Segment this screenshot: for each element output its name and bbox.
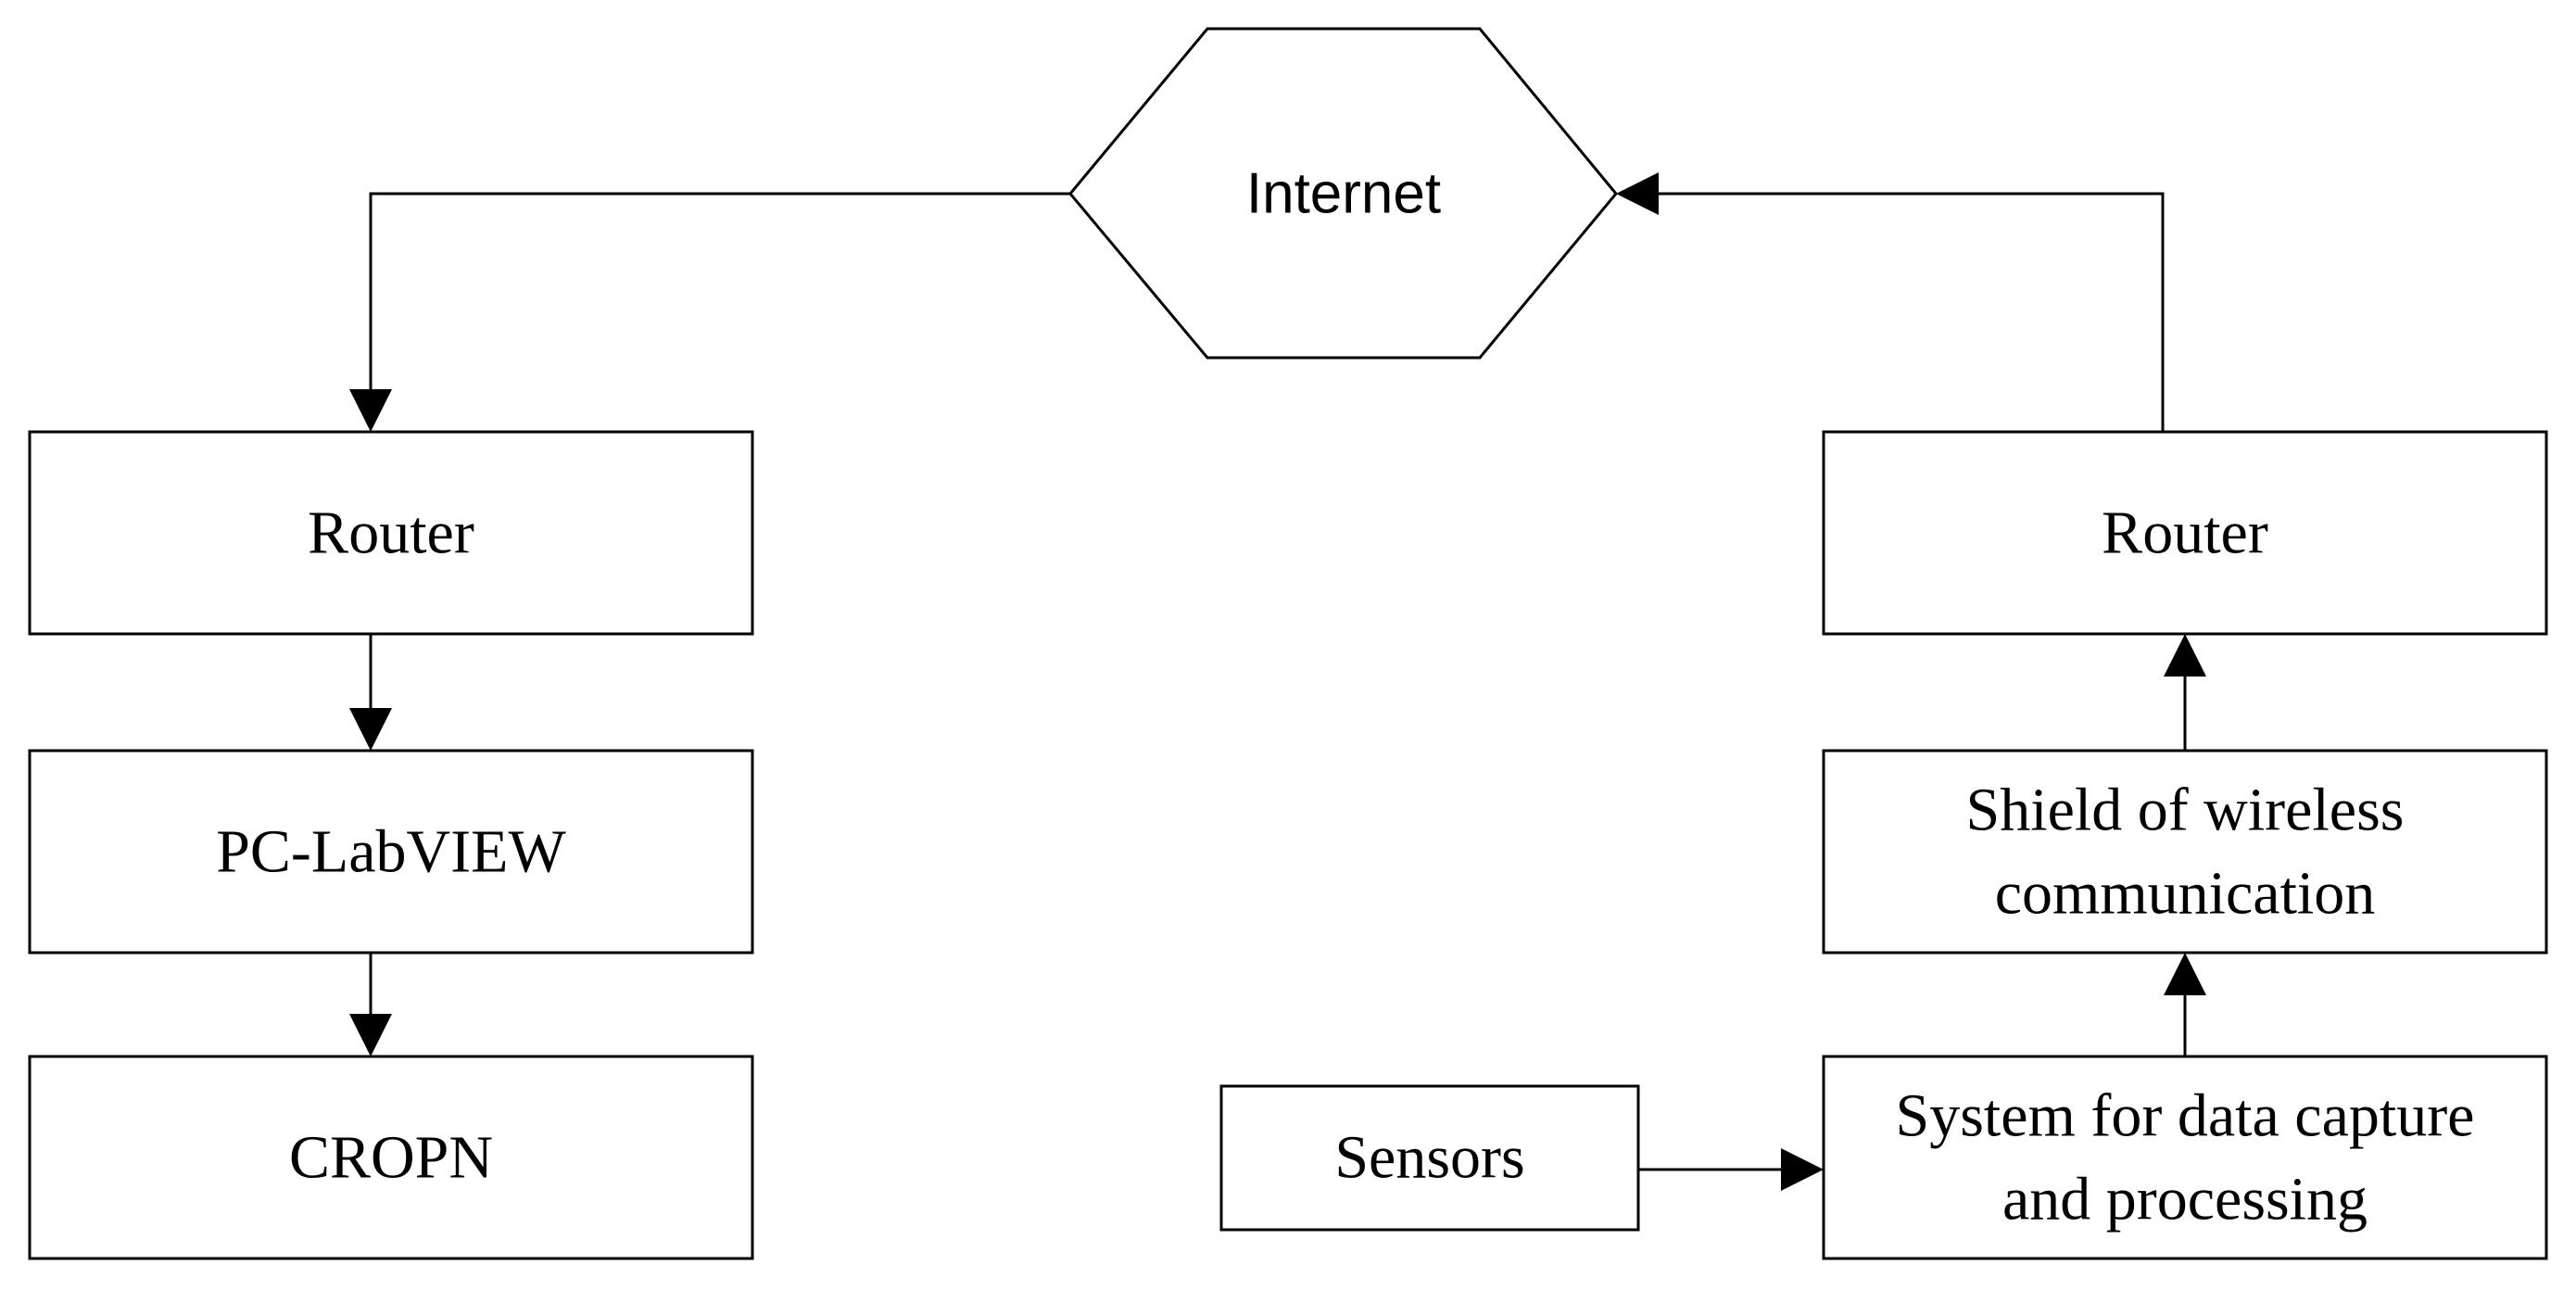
- internet-node: Internet: [1068, 27, 1618, 360]
- right-router-label: Router: [2102, 500, 2268, 567]
- arrowhead-shield: [2164, 953, 2206, 995]
- shield-label-line-1: Shield of wireless: [1966, 777, 2405, 844]
- system-node: System for data capture and processing: [1822, 1055, 2548, 1260]
- sensors-label: Sensors: [1334, 1124, 1524, 1192]
- arrowhead-pc: [349, 708, 392, 751]
- left-router-label: Router: [308, 500, 474, 567]
- cropn-box: [28, 1055, 754, 1260]
- sensors-node: Sensors: [1219, 1084, 1640, 1232]
- shield-box: [1822, 749, 2548, 955]
- arrowhead-internet: [1616, 172, 1659, 215]
- internet-hexagon: [1068, 27, 1618, 360]
- system-label-line-2: and processing: [2002, 1166, 2368, 1233]
- shield-node: Shield of wireless communication: [1822, 749, 2548, 955]
- connector-right-router-to-internet: [1659, 192, 2165, 432]
- sensors-box: [1219, 1084, 1640, 1232]
- pc-labview-label: PC-LabVIEW: [216, 818, 566, 886]
- left-router-box: [28, 430, 754, 636]
- cropn-label: CROPN: [289, 1124, 493, 1192]
- arrowhead-right-router: [2164, 634, 2206, 677]
- cropn-node: CROPN: [28, 1055, 754, 1260]
- right-router-box: [1822, 430, 2548, 636]
- connector-internet-to-left-router: [369, 192, 1070, 389]
- pc-labview-node: PC-LabVIEW: [28, 749, 754, 955]
- shield-label-line-2: communication: [1995, 860, 2376, 928]
- arrowhead-left-router: [349, 389, 392, 432]
- internet-label: Internet: [1246, 162, 1441, 226]
- arrowhead-system: [1781, 1148, 1824, 1191]
- pc-labview-box: [28, 749, 754, 955]
- connectors: [349, 172, 2206, 1191]
- arrowhead-cropn: [349, 1014, 392, 1056]
- system-label-line-1: System for data capture: [1896, 1082, 2475, 1150]
- system-box: [1822, 1055, 2548, 1260]
- left-router-node: Router: [28, 430, 754, 636]
- right-router-node: Router: [1822, 430, 2548, 636]
